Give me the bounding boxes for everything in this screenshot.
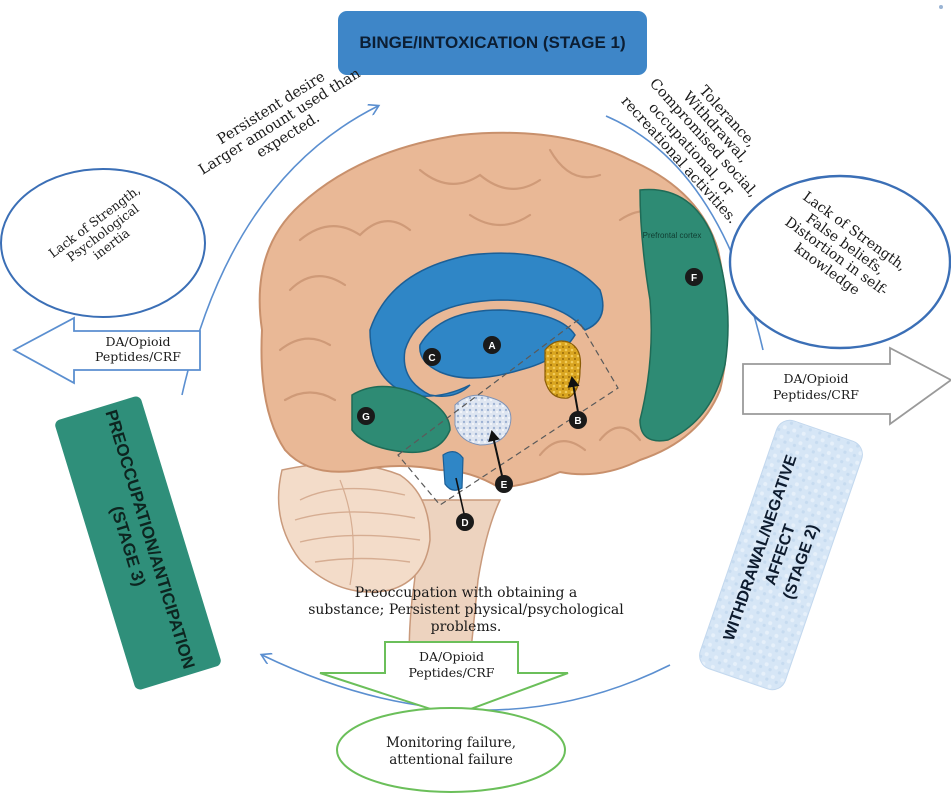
- bottom-ellipse-text-line1: Monitoring failure,: [360, 735, 542, 752]
- corner-mark: [939, 5, 943, 9]
- bottom-text: Preoccupation with obtaining a substance…: [286, 585, 646, 635]
- bottom-text-line1: Preoccupation with obtaining a: [286, 585, 646, 602]
- brain-illustration: A B C D E F G Prefrontal cortex: [260, 133, 728, 660]
- marker-c: C: [423, 348, 441, 366]
- bottom-ellipse-text-line2: attentional failure: [360, 752, 542, 769]
- bottom-ellipse-text: Monitoring failure, attentional failure: [360, 735, 542, 769]
- right-arrow-text-line2: Peptides/CRF: [745, 387, 887, 403]
- marker-d-text: D: [461, 518, 468, 529]
- marker-a: A: [483, 336, 501, 354]
- right-arrow-text-line1: DA/Opioid: [745, 371, 887, 387]
- bottom-arrow-text-line1: DA/Opioid: [385, 649, 518, 665]
- marker-g-text: G: [362, 412, 370, 423]
- marker-f-text: F: [691, 273, 697, 284]
- left-arrow-text-line1: DA/Opioid: [76, 334, 200, 349]
- hippocampus-region: [443, 452, 463, 491]
- marker-e-text: E: [501, 480, 508, 491]
- marker-b-text: B: [574, 416, 581, 427]
- marker-g: G: [357, 407, 375, 425]
- nucleus-accumbens-highlight: [455, 395, 511, 445]
- marker-c-text: C: [428, 353, 435, 364]
- cerebellum: [279, 464, 430, 592]
- left-arrow-text-line2: Peptides/CRF: [76, 349, 200, 364]
- marker-f: F: [685, 268, 703, 286]
- prefrontal-cortex-label: Prefrontal cortex: [643, 231, 702, 240]
- bottom-text-line3: problems.: [286, 619, 646, 636]
- right-arrow-text: DA/Opioid Peptides/CRF: [745, 371, 887, 402]
- marker-e: E: [495, 475, 513, 493]
- bottom-arrow-text: DA/Opioid Peptides/CRF: [385, 649, 518, 682]
- marker-d: D: [456, 513, 474, 531]
- marker-b: B: [569, 411, 587, 429]
- bottom-arrow-text-line2: Peptides/CRF: [385, 665, 518, 681]
- marker-a-text: A: [488, 341, 495, 352]
- orbitofrontal-highlight: [545, 341, 581, 398]
- bottom-text-line2: substance; Persistent physical/psycholog…: [286, 602, 646, 619]
- left-arrow-text: DA/Opioid Peptides/CRF: [76, 334, 200, 364]
